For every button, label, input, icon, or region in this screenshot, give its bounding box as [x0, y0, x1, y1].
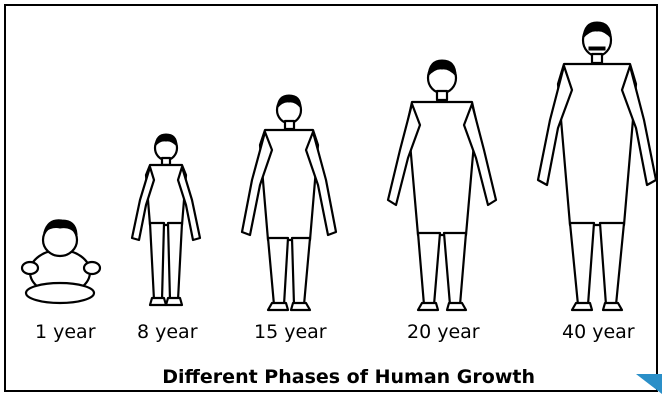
- age-label-1-year: 1 year: [35, 321, 96, 343]
- age-label-15-year: 15 year: [254, 321, 327, 343]
- figure-8-year: [132, 134, 200, 305]
- figure-15-year: [242, 95, 336, 310]
- age-label-8-year: 8 year: [137, 321, 198, 343]
- figure-1-year: [22, 220, 100, 303]
- age-label-20-year: 20 year: [407, 321, 480, 343]
- diagram-caption: Different Phases of Human Growth: [0, 366, 535, 388]
- figure-20-year: [388, 60, 496, 310]
- figure-40-year: [538, 22, 656, 310]
- age-label-40-year: 40 year: [562, 321, 635, 343]
